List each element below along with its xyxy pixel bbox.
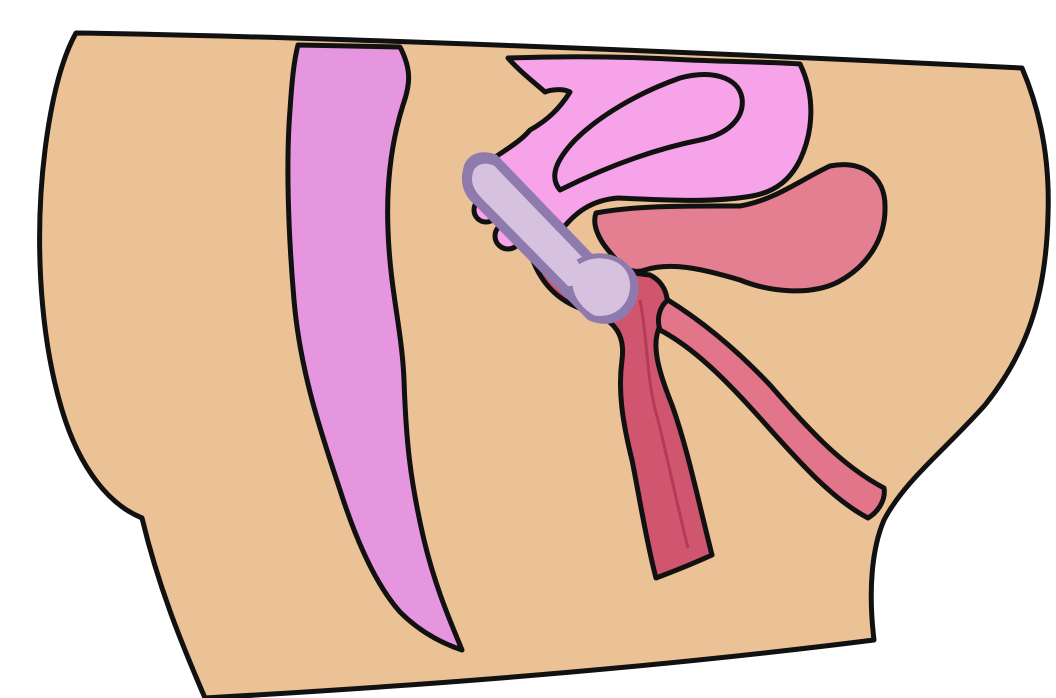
- cup-rim: [570, 256, 633, 319]
